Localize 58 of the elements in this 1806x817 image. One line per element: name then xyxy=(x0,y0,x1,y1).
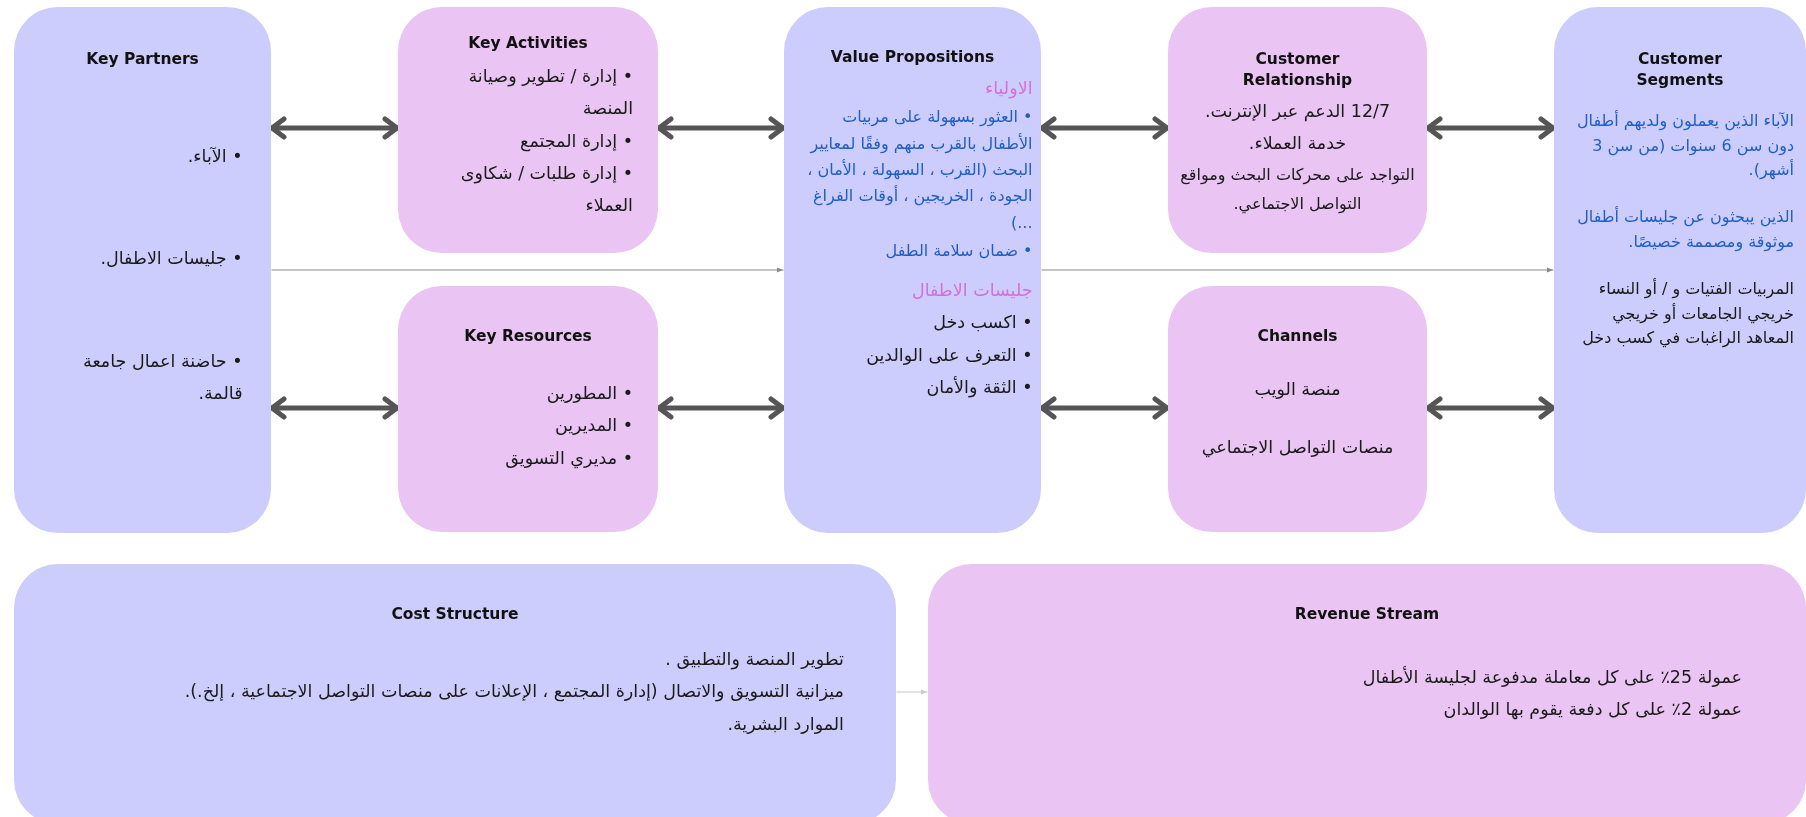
text-line: الموارد البشرية. xyxy=(726,712,844,736)
text-line: ميزانية التسويق والاتصال (إدارة المجتمع ، الإعلانات على منصات التواصل الاجتماعية ، إلخ.). xyxy=(183,680,844,704)
canvas-block xyxy=(398,286,658,532)
arrow xyxy=(271,267,784,273)
canvas-block xyxy=(398,7,658,253)
list-item: • جليسات الاطفال. xyxy=(99,247,243,271)
block-heading: Key Resources xyxy=(464,326,592,347)
block-heading: Key Activities xyxy=(468,33,588,54)
list-item: • إدارة المجتمع xyxy=(519,129,633,154)
double-arrow xyxy=(1425,396,1556,420)
double-arrow xyxy=(1425,116,1556,140)
text-line: منصات التواصل الاجتماعي xyxy=(1200,436,1395,460)
list-item: • العثور بسهولة على مربيات الأطفال بالقرب منهم وفقًا لمعايير البحث (القرب ، السهولة ، الأمان ، الجودة ، الخريجين ، أوقات الفراغ ...) xyxy=(806,106,1033,234)
text-line: عمولة 25٪ على كل معاملة مدفوعة لجليسة الأطفال xyxy=(1361,665,1742,689)
list-item: • المديرين xyxy=(553,414,633,438)
text-line: الذين يبحثون عن جليسات أطفال موثوقة ومصممة خصيصًا. xyxy=(1576,205,1794,254)
list-item: • إدارة طلبات / شكاوى العملاء xyxy=(459,162,633,218)
subheading: الاولياء xyxy=(984,76,1033,101)
canvas-block xyxy=(1554,7,1806,533)
block-heading: Value Propositions xyxy=(830,47,995,68)
list-item: • التعرف على الوالدين xyxy=(865,343,1033,367)
subheading: جليسات الاطفال xyxy=(910,278,1033,302)
list-item: • إدارة / تطوير وصيانة المنصة xyxy=(467,64,633,121)
text-line: منصة الويب xyxy=(1253,377,1342,401)
block-heading: Channels xyxy=(1257,326,1338,347)
list-item: • الآباء. xyxy=(186,144,243,168)
canvas-block xyxy=(14,7,271,533)
double-arrow xyxy=(269,396,400,420)
text-line: الآباء الذين يعملون ولديهم أطفال دون سن 6 سنوات (من سن 3 أشهر). xyxy=(1575,109,1794,182)
list-item: • حاضنة اعمال جامعة قالمة. xyxy=(82,349,243,406)
list-item: • الثقة والأمان xyxy=(925,375,1033,400)
canvas-block xyxy=(784,7,1041,533)
list-item: • اكسب دخل xyxy=(932,311,1033,335)
list-item: • ضمان سلامة الطفل xyxy=(884,240,1033,263)
canvas-panel xyxy=(14,564,896,817)
block-heading: Customer Segments xyxy=(1635,49,1725,91)
text-line: تطوير المنصة والتطبيق . xyxy=(664,647,844,672)
text-line: 12/7 الدعم عبر الإنترنت. xyxy=(1203,99,1392,124)
block-heading: Cost Structure xyxy=(391,604,519,625)
block-heading: Customer Relationship xyxy=(1241,49,1354,91)
block-heading: Key Partners xyxy=(86,49,199,70)
block-heading: Revenue Stream xyxy=(1294,604,1440,625)
canvas-block xyxy=(1168,7,1427,253)
canvas-block xyxy=(1168,286,1427,532)
text-line: عمولة 2٪ على كل دفعة يقوم بها الوالدان xyxy=(1442,698,1742,722)
double-arrow xyxy=(656,396,786,420)
canvas-panel xyxy=(928,564,1806,817)
double-arrow xyxy=(1039,396,1170,420)
text-line: المربيات الفتيات و / أو النساء خريجي الجامعات أو خريجي المعاهد الراغبات في كسب دخل xyxy=(1581,277,1794,350)
double-arrow xyxy=(1039,116,1170,140)
text-line: التواجد على محركات البحث ومواقع التواصل الاجتماعي. xyxy=(1179,163,1416,216)
text-line: خدمة العملاء. xyxy=(1247,132,1348,156)
list-item: • المطورين xyxy=(545,381,633,405)
arrow xyxy=(1041,267,1554,273)
arrow xyxy=(896,689,928,695)
double-arrow xyxy=(656,116,786,140)
double-arrow xyxy=(269,116,400,140)
list-item: • مديري التسويق xyxy=(504,446,633,471)
